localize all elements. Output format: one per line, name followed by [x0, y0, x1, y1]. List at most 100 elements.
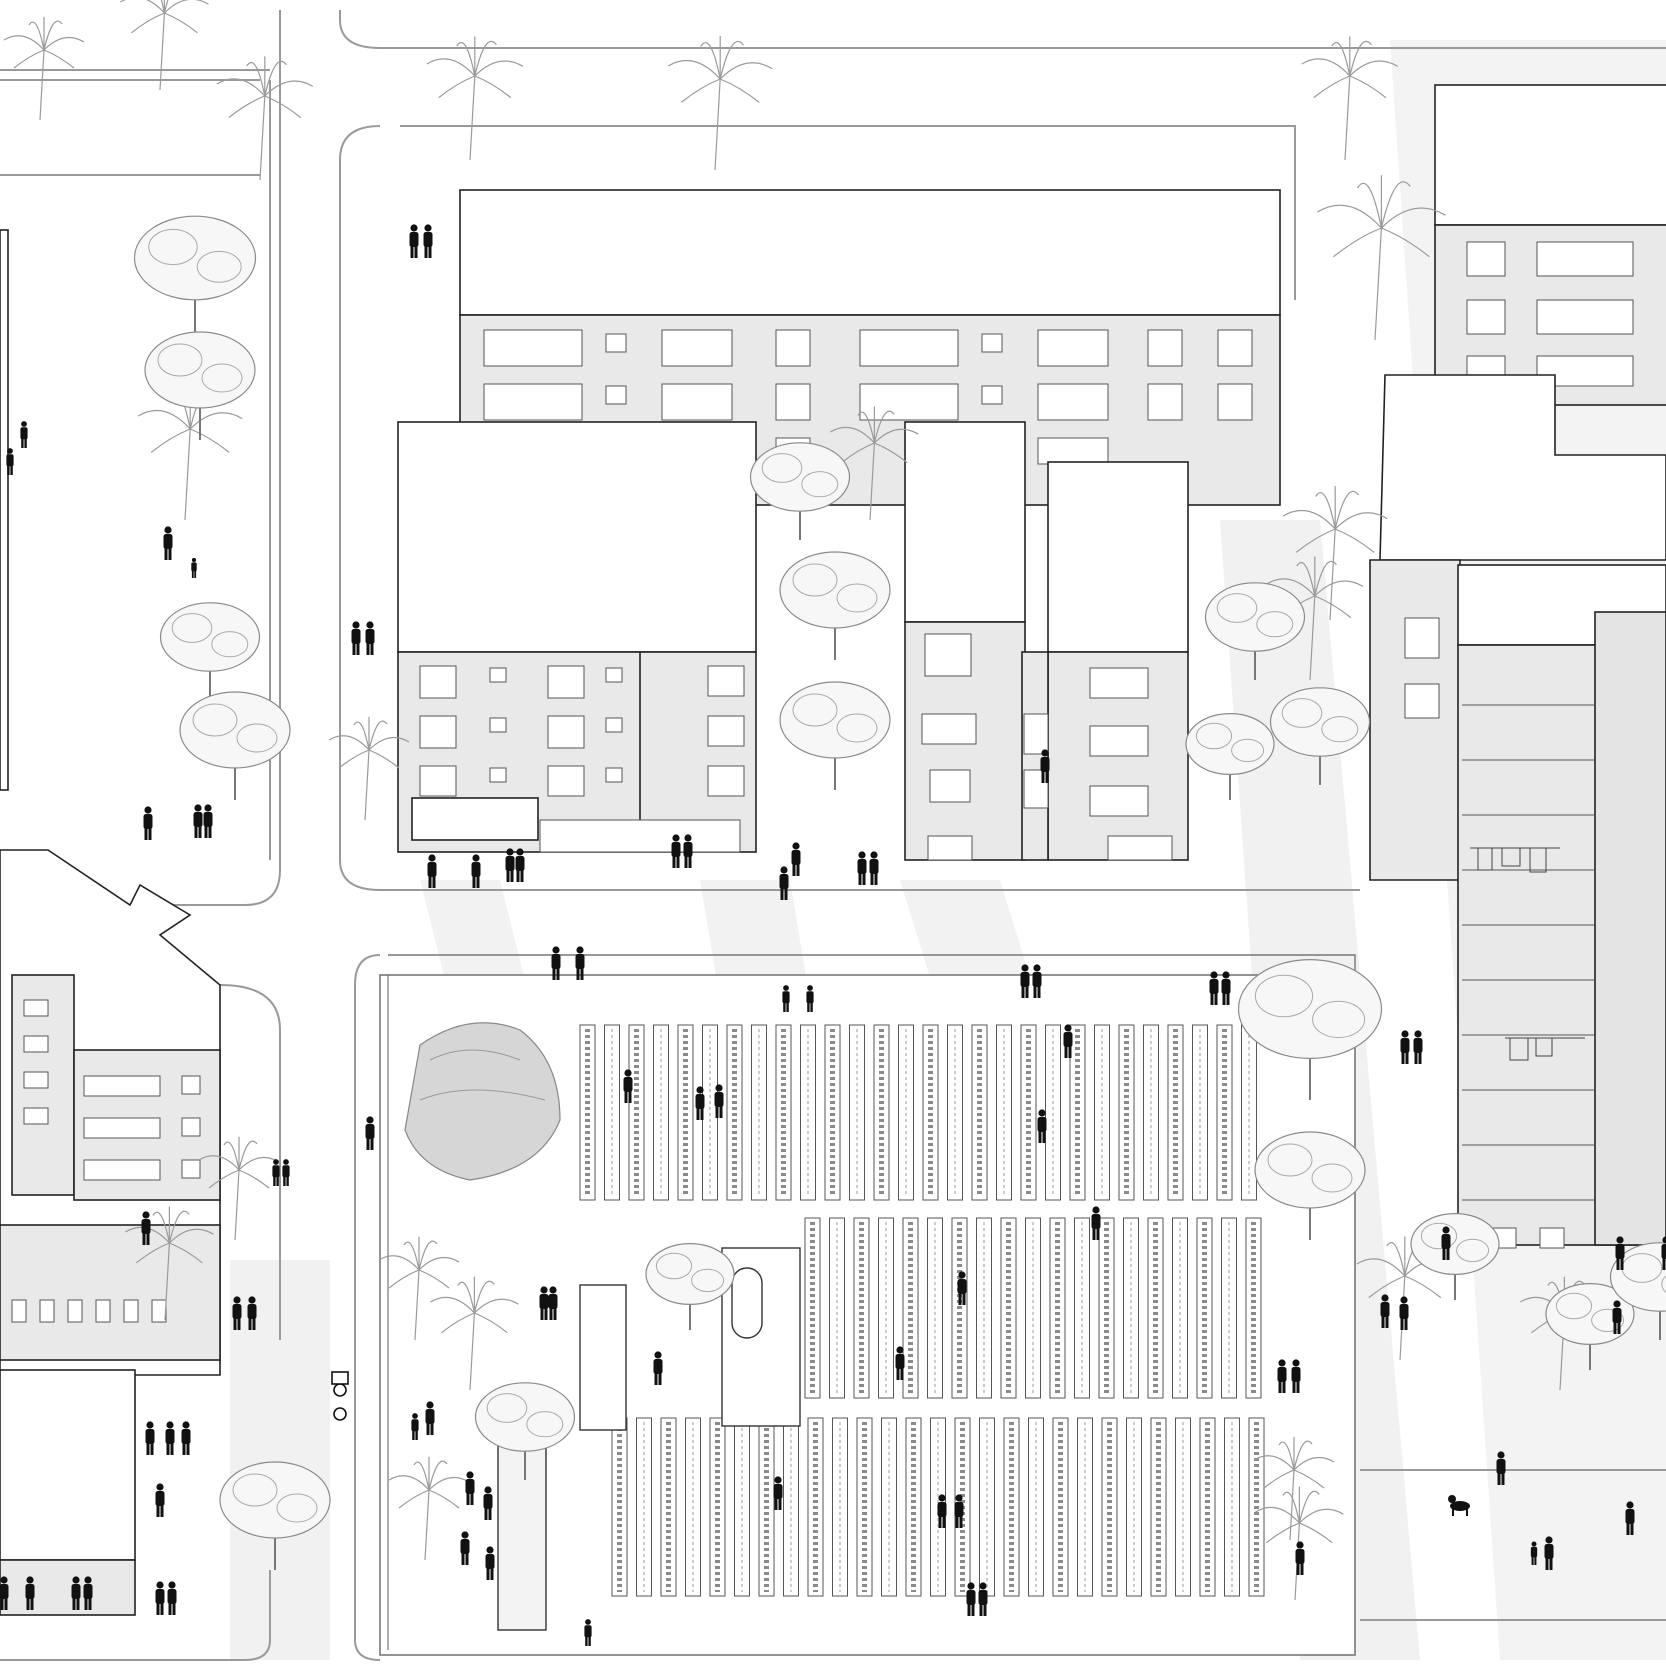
palm-tree-icon	[1317, 175, 1446, 341]
palm-tree-icon	[328, 716, 410, 821]
person-silhouette-icon	[25, 1576, 35, 1610]
person-silhouette-icon	[71, 1576, 81, 1610]
person-silhouette-icon	[83, 1576, 93, 1610]
person-silhouette-icon	[779, 866, 789, 900]
person-silhouette-icon	[272, 1159, 280, 1186]
person-silhouette-icon	[1020, 964, 1030, 998]
person-silhouette-icon	[695, 1086, 705, 1120]
person-silhouette-icon	[548, 1286, 558, 1320]
garden-bed	[902, 1217, 919, 1399]
garden-bed	[881, 1417, 897, 1597]
palm-tree-icon	[426, 36, 524, 161]
person-silhouette-icon	[1441, 1226, 1451, 1260]
person-silhouette-icon	[20, 421, 28, 448]
broadleaf-tree-icon	[144, 331, 256, 440]
people	[0, 224, 1666, 1646]
person-silhouette-icon	[165, 1421, 175, 1455]
garden-bed	[1224, 1417, 1240, 1597]
broadleaf-tree-icon	[645, 1242, 735, 1330]
garden-bed	[927, 1217, 943, 1399]
compost-heap	[404, 1022, 561, 1181]
garden-bed	[807, 1417, 824, 1597]
garden-bed	[1172, 1217, 1188, 1399]
person-silhouette-icon	[1063, 1024, 1073, 1058]
garden-bed	[1049, 1217, 1066, 1399]
palm-tree-icon	[120, 0, 209, 91]
building-rear-block-windows	[483, 329, 1253, 465]
person-silhouette-icon	[247, 1296, 257, 1330]
garden-bed	[677, 1024, 694, 1201]
person-silhouette-icon	[575, 946, 585, 980]
person-silhouette-icon	[978, 1582, 988, 1616]
building-middle-left	[397, 421, 757, 853]
person-silhouette-icon	[6, 448, 14, 475]
garden-bed	[976, 1217, 992, 1399]
person-silhouette-icon	[181, 1421, 191, 1455]
person-silhouette-icon	[857, 851, 867, 885]
palm-tree-icon	[3, 16, 85, 121]
person-silhouette-icon	[409, 224, 419, 258]
garden-bed	[604, 1024, 620, 1201]
person-silhouette-icon	[1209, 971, 1219, 1005]
garden-bed	[1167, 1024, 1184, 1201]
garden-bed	[1196, 1217, 1213, 1399]
person-silhouette-icon	[671, 834, 681, 868]
person-silhouette-icon	[505, 848, 515, 882]
person-silhouette-icon	[483, 1486, 493, 1520]
garden-bed	[898, 1024, 914, 1201]
person-silhouette-icon	[791, 842, 801, 876]
broadleaf-tree-icon	[779, 681, 891, 790]
person-silhouette-icon	[282, 1159, 290, 1186]
garden-bed	[1147, 1217, 1164, 1399]
palm-tree-icon	[1253, 1436, 1335, 1541]
garden-bed	[1241, 1024, 1257, 1201]
palm-tree-icon	[388, 1456, 470, 1561]
garden-bed	[1123, 1217, 1139, 1399]
garden-bed	[979, 1417, 995, 1597]
person-silhouette-icon	[957, 1271, 967, 1305]
person-silhouette-icon	[1399, 1296, 1409, 1330]
broadleaf-tree-icon	[1545, 1282, 1635, 1370]
garden-bed	[1052, 1417, 1069, 1597]
person-silhouette-icon	[782, 985, 790, 1012]
palm-tree-icon	[667, 35, 773, 171]
palm-tree-icon	[198, 1136, 280, 1241]
palm-tree-icon	[1282, 485, 1388, 621]
garden-bed	[824, 1024, 841, 1201]
palm-tree-icon	[430, 1276, 519, 1391]
garden-bed	[829, 1217, 845, 1399]
garden-bed	[628, 1024, 645, 1201]
person-silhouette-icon	[471, 854, 481, 888]
garden-bed	[709, 1417, 726, 1597]
garden-bed	[1192, 1024, 1208, 1201]
garden-bed	[1126, 1417, 1142, 1597]
person-silhouette-icon	[1032, 964, 1042, 998]
person-silhouette-icon	[1277, 1359, 1287, 1393]
person-silhouette-icon	[351, 621, 361, 655]
garden-bed	[1028, 1417, 1044, 1597]
person-silhouette-icon	[1380, 1294, 1390, 1328]
garden-bed	[685, 1417, 701, 1597]
broadleaf-tree-icon	[219, 1461, 331, 1570]
garden-bed	[1150, 1417, 1167, 1597]
garden-bed	[726, 1024, 743, 1201]
garden-bed	[905, 1417, 922, 1597]
person-silhouette-icon	[423, 224, 433, 258]
person-silhouette-icon	[1091, 1206, 1101, 1240]
garden-bed	[1094, 1024, 1110, 1201]
garden-bed	[1216, 1024, 1233, 1201]
person-silhouette-icon	[1625, 1501, 1635, 1535]
person-silhouette-icon	[1661, 1236, 1666, 1270]
broadleaf-tree-icon	[1410, 1212, 1500, 1300]
person-silhouette-icon	[623, 1069, 633, 1103]
building-top-right-windows	[1466, 241, 1634, 387]
garden-bed	[1074, 1217, 1090, 1399]
garden-bed	[971, 1024, 988, 1201]
garden-bed	[800, 1024, 816, 1201]
person-silhouette-icon	[141, 1211, 151, 1245]
building-left-top	[0, 229, 9, 791]
garden-bed	[758, 1417, 775, 1597]
garden-bed	[996, 1024, 1012, 1201]
person-silhouette-icon	[1037, 1109, 1047, 1143]
